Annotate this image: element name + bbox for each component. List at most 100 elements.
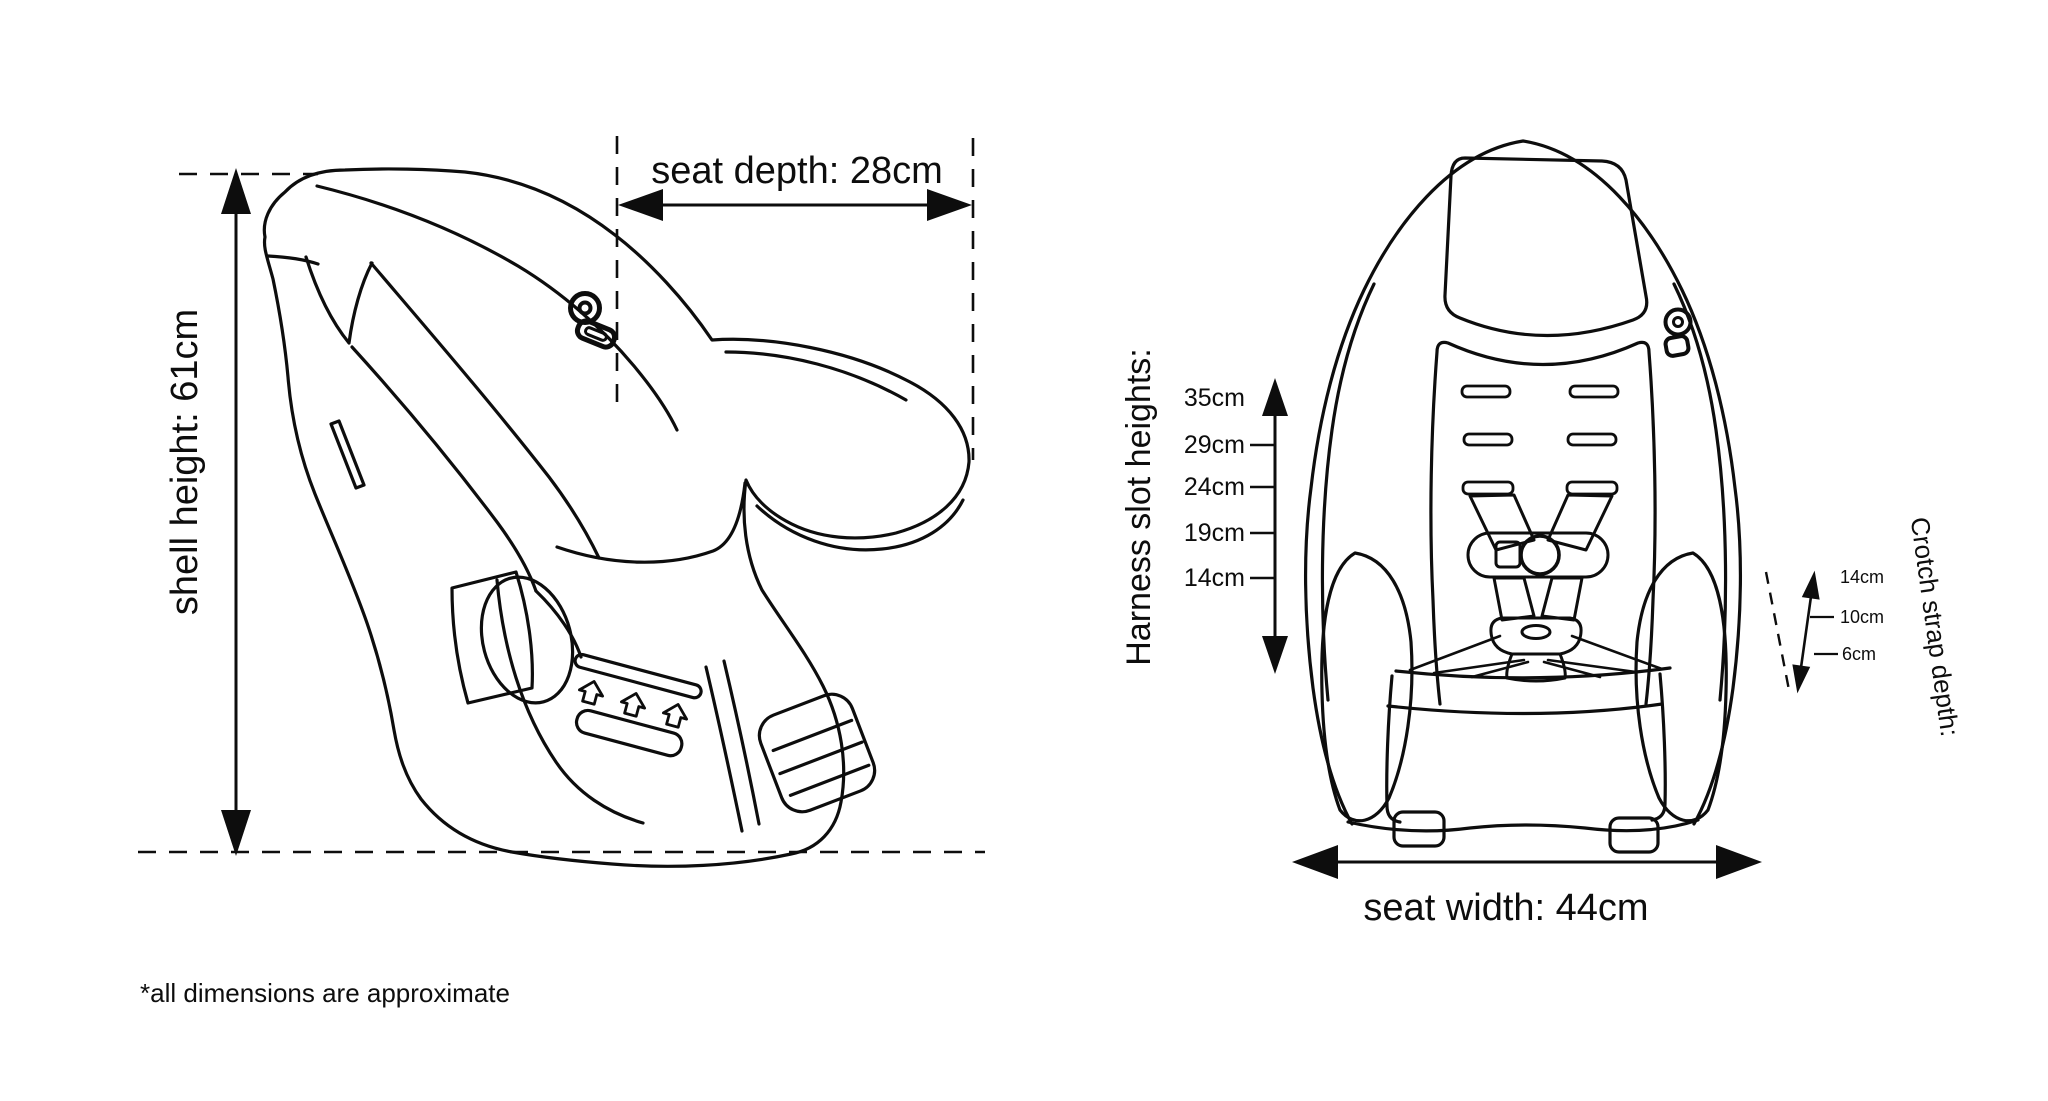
harness-slot-label: 14cm — [1184, 564, 1245, 592]
g-logo-small-icon — [1663, 307, 1693, 358]
shoulder-strap-right — [1546, 493, 1614, 552]
harness-arrow-up-icon — [1262, 378, 1288, 416]
harness-slot-label: 35cm — [1184, 384, 1245, 412]
side-view-recline-arrows — [578, 680, 688, 729]
seat-depth-arrow-right-icon — [927, 189, 972, 221]
harness-slot — [1461, 480, 1515, 496]
front-view-figure: Harness slot heights: 35cm 29cm 24cm 19c… — [1120, 139, 1965, 929]
front-view-back-panel — [1429, 340, 1657, 706]
g-logo-icon — [568, 291, 618, 350]
side-view-back-seam-1 — [350, 345, 538, 593]
fan-line — [1432, 658, 1526, 675]
foot-plate-outline — [757, 692, 877, 814]
seat-width-arrow-right-icon — [1716, 845, 1762, 879]
side-view-slot-bar — [574, 708, 684, 758]
seat-depth-dimension: seat depth: 28cm — [618, 150, 972, 221]
side-view-foot-band — [704, 659, 761, 833]
shell-height-dimension: shell height: 61cm — [164, 168, 251, 856]
foot-plate-stripe — [778, 740, 864, 776]
crotch-strap-depth-annotation: 14cm 10cm 6cm Crotch strap depth: — [1764, 515, 1965, 738]
g-logo-small-ring — [1663, 307, 1693, 337]
harness-slot-label: 19cm — [1184, 519, 1245, 547]
crotch-arrow — [1792, 570, 1820, 694]
side-view-outline — [262, 167, 971, 868]
shell-height-arrow-down-icon — [221, 810, 251, 856]
side-view-wing-inner-bottom — [755, 498, 965, 552]
side-view-side-flap — [450, 570, 534, 705]
side-view-figure: shell height: 61cm seat depth: 28cm — [138, 136, 985, 868]
base-bottom-edge — [1346, 818, 1700, 833]
up-arrow-icon — [662, 703, 688, 729]
g-logo-dot — [577, 300, 593, 316]
foot-plate-stripe — [788, 763, 871, 797]
chest-clip-band — [1466, 531, 1610, 579]
lower-strap-right — [1540, 576, 1584, 622]
seat-pan-lines — [1408, 634, 1664, 679]
fan-line — [1408, 634, 1502, 672]
harness-slot — [1568, 384, 1620, 399]
crotch-depth-label: 6cm — [1842, 644, 1876, 664]
seat-width-arrow-left-icon — [1292, 845, 1338, 879]
side-view-top-seam — [315, 184, 679, 432]
front-view-shell-outline — [1303, 139, 1743, 826]
crotch-arrow-down-icon — [1792, 664, 1811, 694]
foot-plate-stripe — [771, 718, 854, 753]
side-view-headrest-edge — [266, 254, 320, 266]
side-view-back-seam-2 — [369, 261, 601, 560]
harness-slot — [1462, 432, 1514, 447]
harness-arrow-down-icon — [1262, 636, 1288, 674]
side-view-panel-edge — [495, 578, 645, 825]
side-view-ellipse-seam — [534, 589, 583, 659]
seat-depth-arrow-left-icon — [618, 189, 663, 221]
harness-slot — [1566, 432, 1618, 447]
fan-line — [1546, 658, 1638, 674]
side-view-adjuster-knob — [479, 575, 575, 705]
g-logo-tail — [574, 318, 618, 350]
harness-slot — [1565, 480, 1619, 496]
g-logo-small-dot — [1672, 316, 1684, 328]
side-view-headrest-wing — [304, 255, 374, 345]
harness-heading: Harness slot heights: — [1120, 348, 1158, 666]
crotch-arrow-up-icon — [1801, 570, 1820, 600]
fan-line — [1470, 660, 1530, 679]
crotch-buckle — [1489, 616, 1583, 656]
base-left-edge — [1385, 674, 1402, 824]
side-view-seat-surface — [555, 481, 747, 564]
harness-slots — [1460, 384, 1620, 496]
g-logo-small-tail — [1663, 334, 1691, 358]
side-view-harness-strap — [329, 419, 366, 490]
g-logo-tail-inner — [584, 326, 608, 342]
chest-clip-button — [1519, 534, 1561, 576]
foot-right — [1608, 816, 1660, 854]
crotch-heading: Crotch strap depth: — [1905, 515, 1965, 738]
harness-slot-label: 29cm — [1184, 431, 1245, 459]
crotch-buckle-slot — [1520, 624, 1552, 640]
shell-height-label: shell height: 61cm — [164, 309, 206, 615]
front-view-shell-inner-right — [1672, 282, 1728, 702]
fan-line — [1570, 634, 1664, 671]
crotch-dashed-guide — [1764, 571, 1791, 691]
base-seam — [1386, 702, 1664, 716]
side-view-recline-strip — [573, 652, 703, 700]
side-view-foot-plate — [757, 692, 877, 814]
side-view-wing-inner-top — [724, 350, 908, 402]
front-view-headrest-panel — [1443, 156, 1649, 338]
crotch-depth-label: 10cm — [1840, 607, 1884, 627]
crotch-arrow-line — [1799, 592, 1813, 672]
seat-width-dimension: seat width: 44cm — [1292, 845, 1762, 929]
dimensions-footnote: *all dimensions are approximate — [140, 978, 510, 1008]
front-view-shell-inner-left — [1320, 282, 1376, 702]
harness-slot-label: 24cm — [1184, 473, 1245, 501]
bolster-left — [1320, 551, 1414, 823]
up-arrow-icon — [620, 692, 646, 718]
harness-slot-heights-annotation: Harness slot heights: 35cm 29cm 24cm 19c… — [1120, 348, 1288, 674]
shell-height-arrow-up-icon — [221, 168, 251, 214]
up-arrow-icon — [578, 680, 604, 706]
harness-assembly — [1466, 493, 1614, 683]
crotch-depth-label: 14cm — [1840, 567, 1884, 587]
foot-left — [1392, 810, 1446, 848]
seat-width-label: seat width: 44cm — [1363, 887, 1648, 929]
lower-strap-left — [1492, 576, 1536, 622]
